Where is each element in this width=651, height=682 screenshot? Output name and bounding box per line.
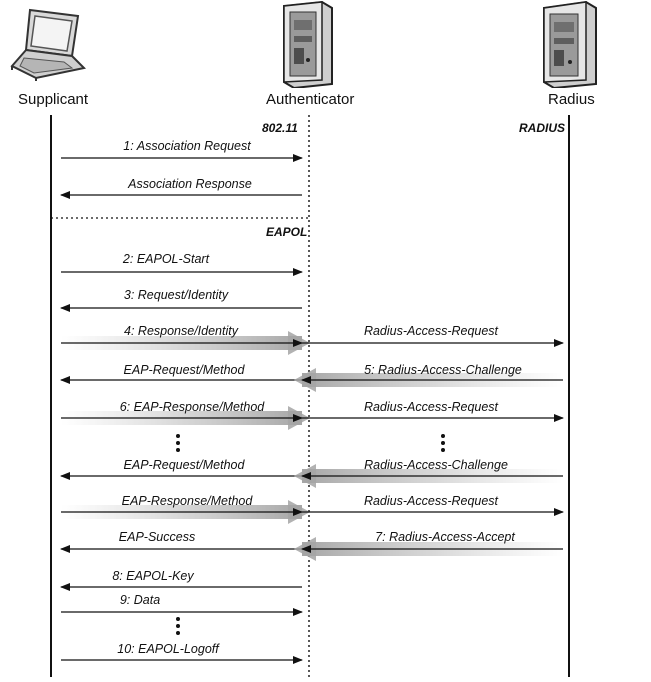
authenticator-server-icon <box>283 0 333 88</box>
radius-label: Radius <box>548 91 595 108</box>
message-label: 6: EAP-Response/Method <box>119 400 265 414</box>
message-label: Radius-Access-Challenge <box>364 458 508 472</box>
message-arrows <box>60 154 564 664</box>
message-label: 5: Radius-Access-Challenge <box>364 363 522 377</box>
message-label: 4: Response/Identity <box>124 324 238 338</box>
ellipsis-icon <box>176 434 180 455</box>
message-label: EAP-Request/Method <box>123 458 245 472</box>
protocol-eapol-label: EAPOL <box>266 225 308 239</box>
message-label: Radius-Access-Request <box>363 400 499 414</box>
radius-server-icon <box>543 0 597 88</box>
ellipsis-icon <box>176 617 180 638</box>
message-label: Radius-Access-Request <box>363 324 499 338</box>
message-label: 1: Association Request <box>123 139 251 153</box>
message-label: 2: EAPOL-Start <box>122 252 210 266</box>
message-label: EAP-Success <box>118 530 196 544</box>
message-label: Radius-Access-Request <box>363 494 499 508</box>
ellipsis-icon <box>441 434 445 455</box>
message-label: EAP-Request/Method <box>123 363 245 377</box>
message-label: 8: EAPOL-Key <box>112 569 194 583</box>
supplicant-label: Supplicant <box>18 91 89 108</box>
message-label: EAP-Response/Method <box>121 494 253 508</box>
message-label: 9: Data <box>119 593 161 607</box>
protocol-802-11-label: 802.11 <box>262 121 298 135</box>
laptop-icon <box>10 8 87 81</box>
message-label: Association Response <box>128 177 252 191</box>
message-label: 10: EAPOL-Logoff <box>117 642 219 656</box>
protocol-radius-label: RADIUS <box>519 121 566 135</box>
authenticator-label: Authenticator <box>266 91 355 108</box>
message-label: 7: Radius-Access-Accept <box>375 530 515 544</box>
message-label: 3: Request/Identity <box>123 288 229 302</box>
